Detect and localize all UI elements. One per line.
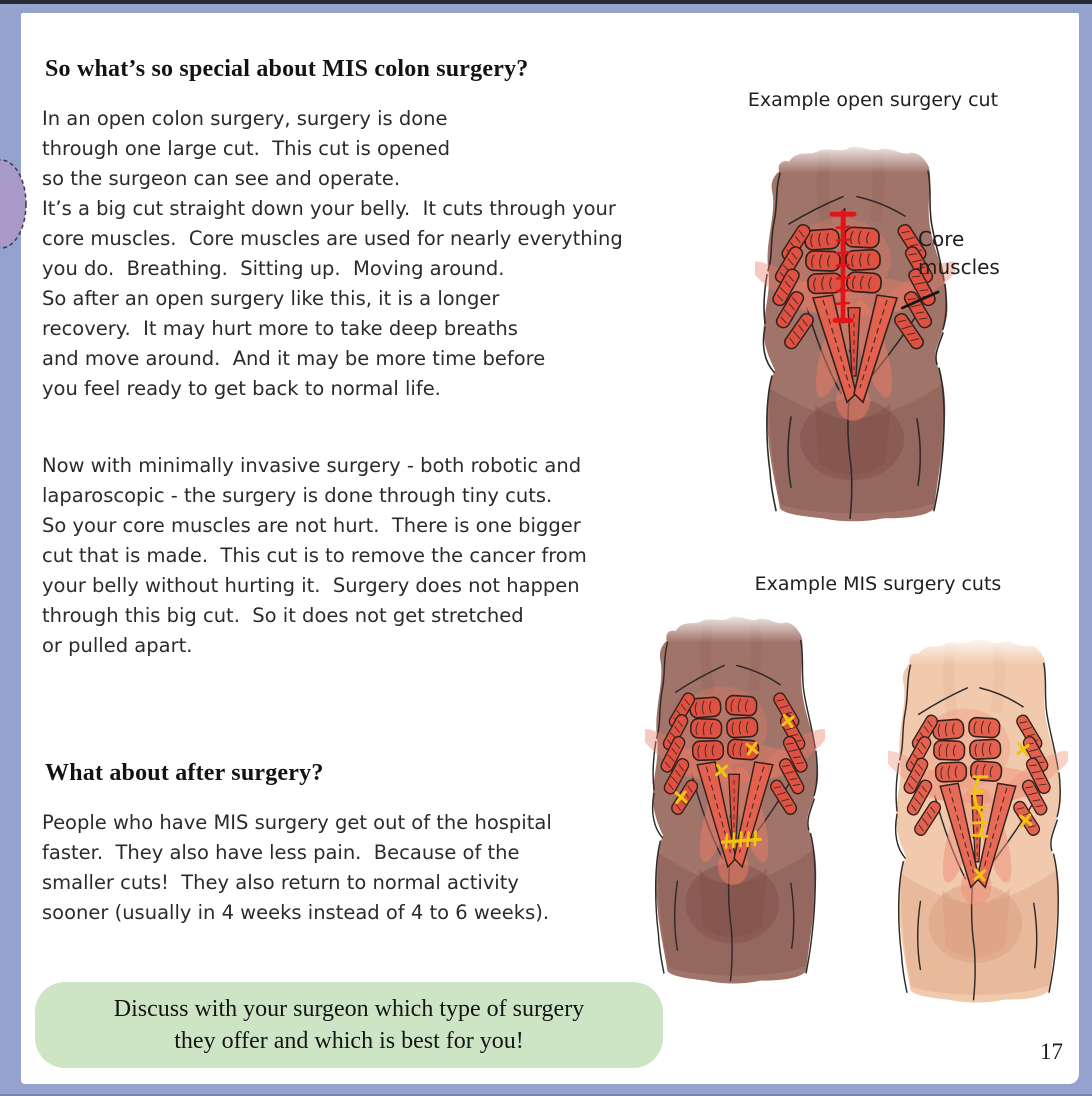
illustration-mis-torso-dark — [645, 613, 825, 985]
suture-line-horizontal — [720, 830, 762, 850]
heading-after-surgery: What about after surgery? — [45, 759, 324, 786]
paragraph-open-surgery: In an open colon surgery, surgery is don… — [42, 107, 623, 400]
paragraph-mis-surgery: Now with minimally invasive surgery - bo… — [42, 454, 587, 657]
heading-mis-special: So what’s so special about MIS colon sur… — [45, 56, 529, 83]
caption-mis-surgery-cuts: Example MIS surgery cuts — [754, 573, 1002, 595]
window-top-edge — [0, 0, 1092, 4]
left-edge-decoration — [0, 159, 27, 249]
page-number: 17 — [1040, 1039, 1063, 1064]
paragraph-recovery: People who have MIS surgery get out of t… — [42, 811, 552, 924]
illustration-open-surgery-torso — [755, 143, 955, 523]
incision-line — [829, 209, 857, 324]
document-page: So what’s so special about MIS colon sur… — [0, 13, 1079, 1084]
window-bottom-edge — [0, 1094, 1092, 1096]
callout-discuss-with-surgeon: Discuss with your surgeon which type of … — [35, 982, 663, 1068]
callout-text: Discuss with your surgeon which type of … — [113, 996, 585, 1054]
caption-open-surgery-cut: Example open surgery cut — [747, 89, 999, 111]
suture-line-vertical — [969, 775, 989, 838]
core-muscles-label: Core muscles — [918, 227, 1000, 279]
illustration-mis-torso-light — [888, 636, 1068, 1004]
